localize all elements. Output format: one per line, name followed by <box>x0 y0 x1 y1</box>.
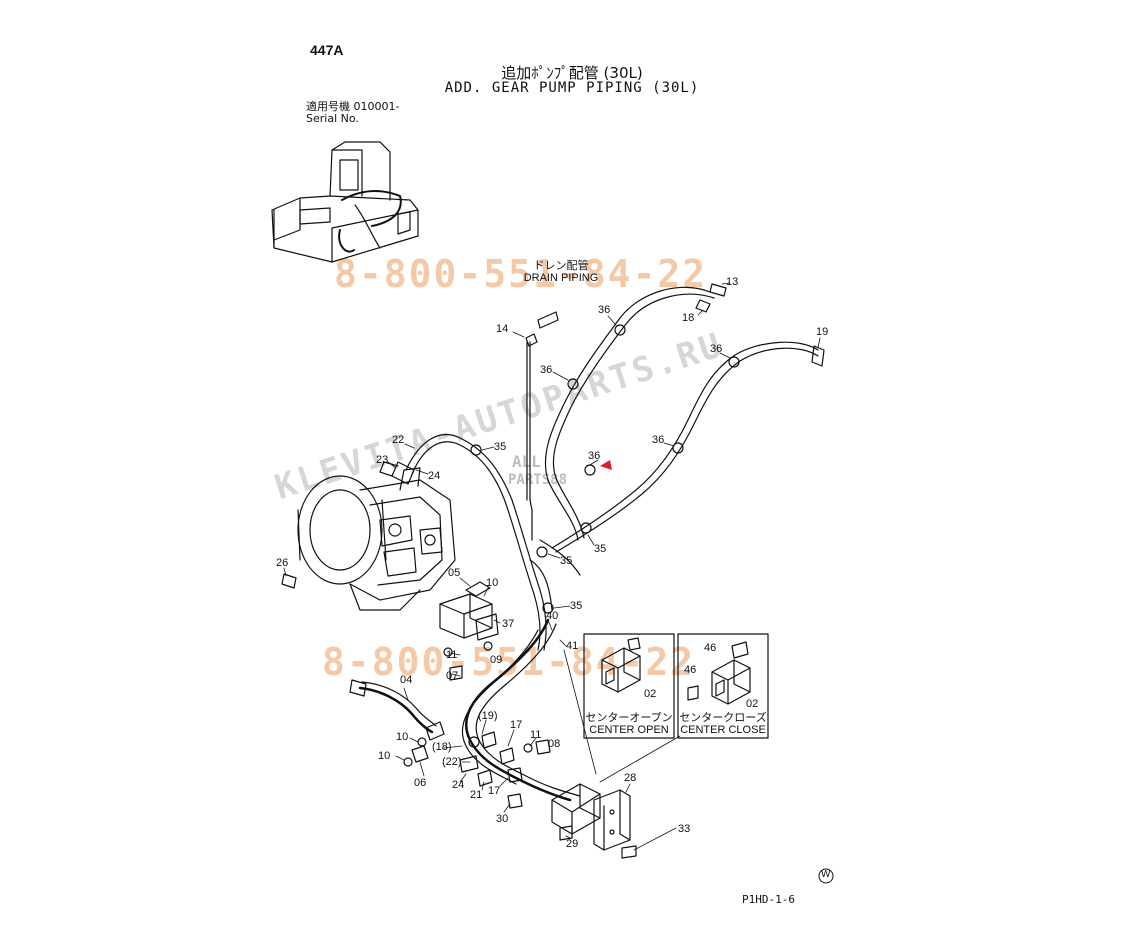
part-number-label: 13 <box>726 276 739 288</box>
part-number-label: 37 <box>502 618 515 630</box>
drain-pipe <box>525 311 559 541</box>
part-number-label: 06 <box>414 777 427 789</box>
hose-22 <box>379 433 547 651</box>
excavator-thumbnail <box>271 141 419 263</box>
watermark-phone-top: 8-800-551-84-22 <box>334 252 708 296</box>
part-number-label: 35 <box>560 555 573 567</box>
serial-english: Serial No. <box>306 112 359 125</box>
part-number-label: 46 <box>704 642 717 654</box>
part-number-label: 10 <box>486 577 499 589</box>
upper-hose-19 <box>551 341 825 553</box>
part-number-label: 10 <box>396 731 409 743</box>
center-open-caption: センターオープン CENTER OPEN <box>584 712 674 736</box>
part-number-label: (19) <box>478 710 498 722</box>
part-number-label: 35 <box>494 441 507 453</box>
part-number-label: 17 <box>488 785 501 797</box>
part-number-label: 10 <box>378 750 391 762</box>
part-number-label: (18) <box>432 741 452 753</box>
part-number-label: 11 <box>530 729 542 741</box>
part-number-label: 24 <box>428 470 441 482</box>
center-open-jp: センターオープン <box>585 712 673 724</box>
serial-block: 適用号機 010001- Serial No. <box>306 101 399 125</box>
part-number-label: 08 <box>548 738 561 750</box>
part-number-label: 36 <box>652 434 665 446</box>
part-number-label: 36 <box>588 450 601 462</box>
part-number-label: 04 <box>400 674 413 686</box>
part-number-label: 18 <box>682 312 695 324</box>
hoses-35 <box>529 522 592 614</box>
valve-bracket <box>551 783 637 859</box>
pump-assembly <box>281 467 456 611</box>
hose-04 <box>349 679 445 741</box>
part-number-label: 17 <box>510 719 523 731</box>
w-mark-icon <box>818 868 834 884</box>
watermark-phone-bottom: 8-800-551-84-22 <box>322 640 696 684</box>
part-number-label: 22 <box>392 434 405 446</box>
part-number-label: 21 <box>470 789 483 801</box>
gear-pump-37 <box>439 581 499 651</box>
serial-japanese: 適用号機 010001- <box>306 100 400 113</box>
leader-lines <box>283 282 821 851</box>
drain-piping-jp: ドレン配管 <box>533 260 589 272</box>
upper-hose-13 <box>544 283 727 541</box>
part-number-label: 36 <box>540 364 553 376</box>
part-number-label: (22) <box>442 756 462 768</box>
center-close-caption: センタークローズ CENTER CLOSE <box>678 712 768 736</box>
drawing-number: P1HD-1-6 <box>742 893 795 906</box>
part-number-label: 09 <box>490 654 503 666</box>
part-number-label: 28 <box>624 772 637 784</box>
part-number-label: 11 <box>446 649 458 661</box>
drain-piping-label: ドレン配管 DRAIN PIPING <box>516 260 606 284</box>
part-number-label: 07 <box>446 670 459 682</box>
inset-center-close <box>677 633 769 739</box>
part-number-label: 05 <box>448 567 461 579</box>
watermark-logo-line2: PARTS88 <box>508 472 568 488</box>
part-number-label: 29 <box>566 838 579 850</box>
title-japanese: 追加ﾎﾟﾝﾌﾟ配管 (30L) <box>501 64 643 82</box>
part-number-label: 36 <box>710 343 723 355</box>
part-number-label: 33 <box>678 823 691 835</box>
drain-piping-en: DRAIN PIPING <box>523 272 599 284</box>
part-number-label: 35 <box>594 543 607 555</box>
page-id: 447A <box>310 42 344 58</box>
part-number-label: 02 <box>746 698 759 710</box>
part-number-label: 46 <box>684 664 697 676</box>
w-mark-letter: W <box>821 869 831 880</box>
part-number-label: 41 <box>566 640 579 652</box>
part-number-label: 26 <box>276 557 289 569</box>
center-close-en: CENTER CLOSE <box>680 724 766 736</box>
part-number-label: 23 <box>376 454 389 466</box>
part-number-label: 40 <box>546 610 559 622</box>
fittings-lower-left <box>403 647 551 809</box>
center-close-jp: センタークローズ <box>679 712 767 724</box>
part-number-label: 24 <box>452 779 465 791</box>
title-english: ADD. GEAR PUMP PIPING (30L) <box>444 80 700 96</box>
part-number-label: 35 <box>570 600 583 612</box>
center-open-en: CENTER OPEN <box>589 724 669 736</box>
part-number-label: 02 <box>644 688 657 700</box>
part-number-label: 30 <box>496 813 509 825</box>
clamps-36 <box>567 324 740 476</box>
part-number-label: 14 <box>496 323 509 335</box>
part-number-label: 19 <box>816 326 829 338</box>
inset-center-open <box>583 633 675 739</box>
red-marker-icon <box>600 460 612 470</box>
part-number-label: 36 <box>598 304 611 316</box>
